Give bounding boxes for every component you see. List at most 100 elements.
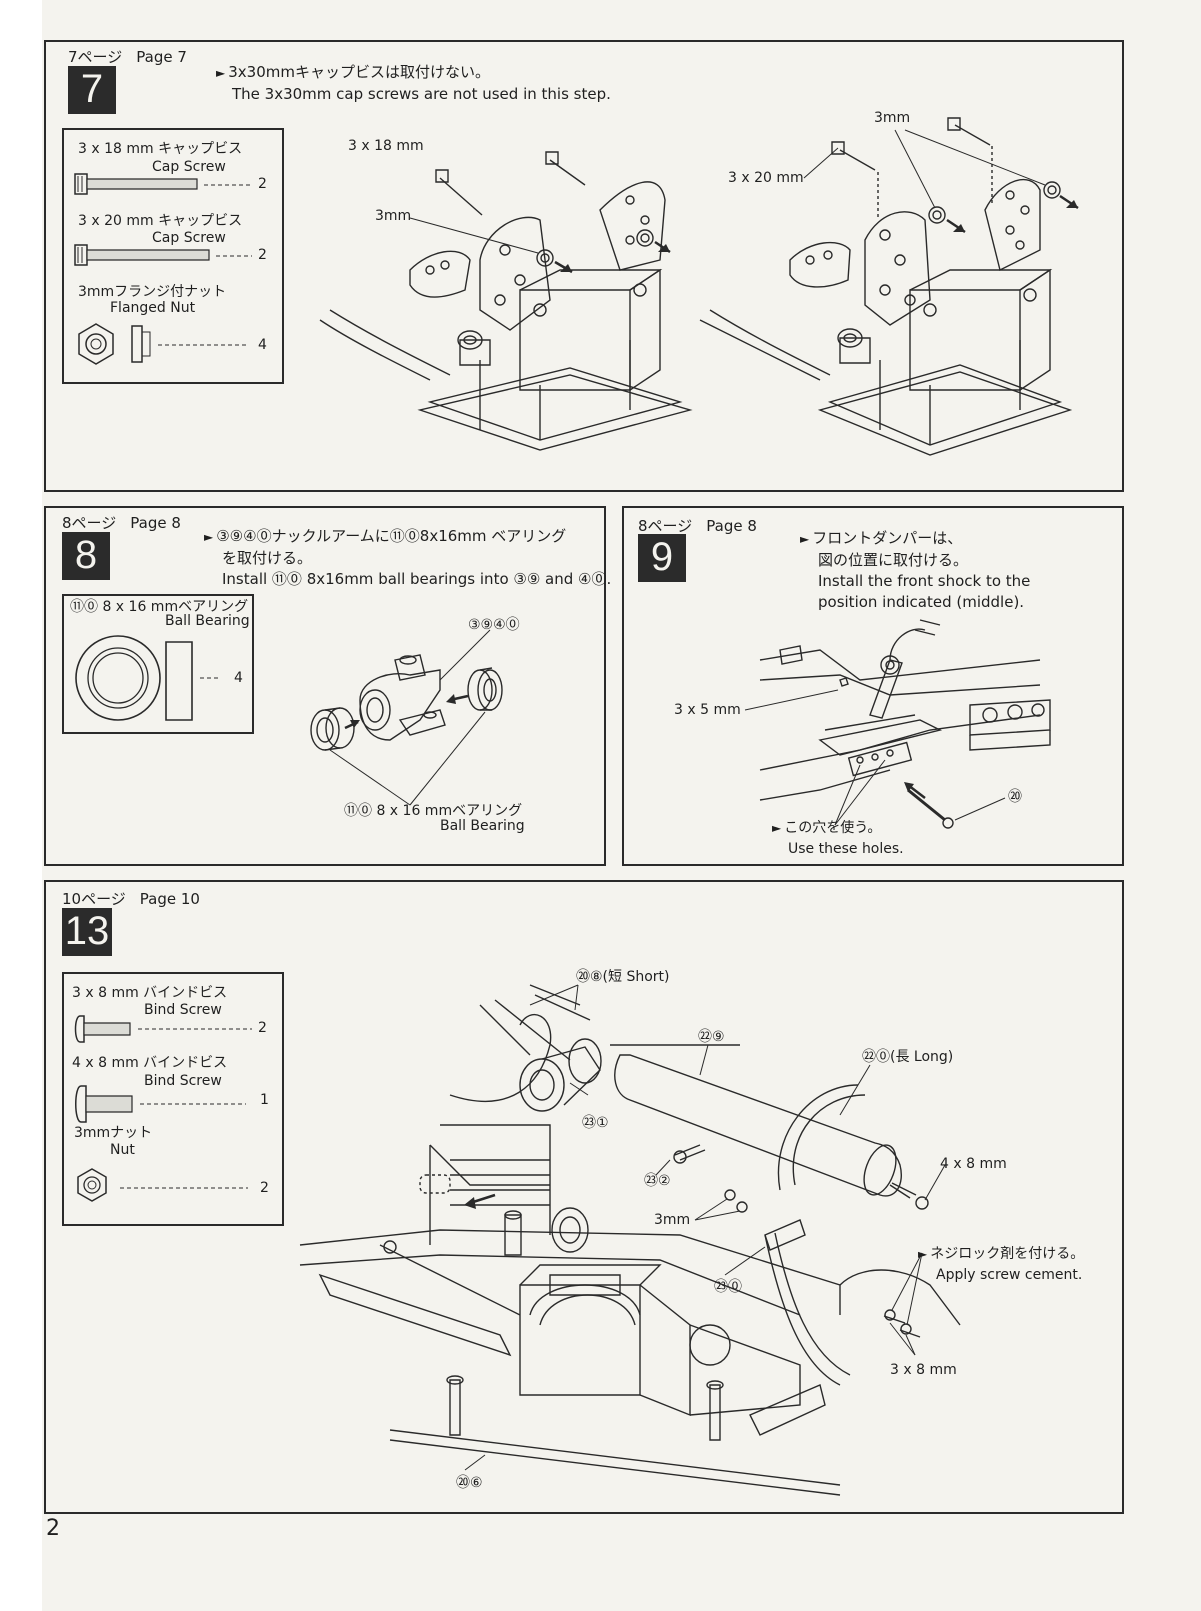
part-qty: 2: [258, 176, 267, 192]
part-name-jp: 3mmナット: [74, 1125, 153, 1141]
step-7-number: 7: [68, 66, 116, 114]
page-number: 2: [46, 1516, 60, 1541]
step-13-number: 13: [62, 908, 112, 956]
step-13-cement-note: ►ネジロック剤を付ける。 Apply screw cement.: [918, 1244, 1084, 1286]
step-13-muffler-drawing: [280, 985, 1100, 1505]
part-name-en: Bind Screw: [144, 1073, 222, 1089]
label-bearing-jp: ⑪⓪ 8 x 16 mmベアリング: [344, 803, 523, 819]
step-7-note: ►3x30mmキャップビスは取付けない。 The 3x30mm cap scre…: [216, 62, 611, 105]
label-nut-3mm: 3mm: [375, 208, 412, 224]
part-name-en: Nut: [110, 1142, 135, 1158]
note-jp-2: を取付ける。: [222, 549, 313, 567]
note-jp: ►フロントダンパーは、: [800, 528, 1030, 550]
label-bracket: ㉓⓪: [714, 1279, 742, 1295]
step-7-panel: [44, 40, 1124, 492]
label-nut-3mm: 3mm: [654, 1212, 691, 1228]
page-ref-en: Page 10: [139, 890, 200, 908]
holes-en: Use these holes.: [788, 841, 904, 857]
part-qty: 2: [258, 1020, 267, 1036]
step-7-gearbox-right-drawing: [700, 110, 1100, 470]
pointer-arrow-icon: ►: [216, 66, 226, 80]
page-ref-en: Page 8: [130, 514, 181, 532]
step-9-panel: [622, 506, 1124, 866]
part-name-en: Ball Bearing: [165, 613, 250, 629]
label-pipe: ⑳⑥: [456, 1475, 483, 1491]
step-13-parts-box: [62, 972, 284, 1226]
part-name-en: Flanged Nut: [110, 300, 196, 316]
label-screw-3x18: 3 x 18 mm: [348, 138, 424, 154]
cap-screw-18-icon: [74, 172, 264, 198]
label-nut-3mm: 3mm: [874, 110, 911, 126]
bind-screw-3x8-icon: [74, 1014, 264, 1044]
label-screw-3x20: 3 x 20 mm: [728, 170, 804, 186]
step-9-note: ►フロントダンパーは、 図の位置に取付ける。 Install the front…: [800, 528, 1030, 613]
note-jp-text: 3x30mmキャップビスは取付けない。: [228, 63, 490, 81]
nut-3mm-icon: [76, 1168, 266, 1204]
note-jp-2: 図の位置に取付ける。: [818, 551, 969, 569]
cap-screw-20-icon: [74, 243, 264, 269]
step-7-gearbox-left-drawing: [310, 140, 710, 470]
pointer-arrow-icon: ►: [772, 821, 782, 835]
note-en: Install ⑪⓪ 8x16mm ball bearings into ③⑨ …: [222, 570, 612, 588]
page-ref-jp: 10ページ: [62, 890, 126, 908]
pointer-arrow-icon: ►: [204, 530, 214, 544]
note-jp: ►③⑨④⓪ナックルアームに⑪⓪8x16mm ベアリング: [204, 526, 611, 548]
part-name-jp: 4 x 8 mm バインドビス: [72, 1055, 228, 1071]
step-9-page-ref: 8ページ Page 8: [638, 515, 757, 536]
label-tie-long: ㉒⓪(長 Long): [862, 1049, 954, 1065]
part-name-jp: 3mmフランジ付ナット: [78, 284, 227, 300]
part-name-en: Bind Screw: [144, 1002, 222, 1018]
label-screw-4x8: 4 x 8 mm: [940, 1156, 1007, 1172]
step-8-parts-box: [62, 594, 254, 734]
label-tie-short: ⑳⑧(短 Short): [576, 969, 670, 985]
step-9-holes-note: ►この穴を使う。 Use these holes.: [772, 818, 904, 860]
note-en-1: Install the front shock to the: [818, 572, 1031, 590]
step-7-page-ref: 7ページ Page 7: [68, 46, 187, 67]
part-qty: 2: [258, 247, 267, 263]
step-9-shock-mount-drawing: [740, 620, 1050, 830]
step-8-note: ►③⑨④⓪ナックルアームに⑪⓪8x16mm ベアリング を取付ける。 Insta…: [204, 526, 611, 590]
page-ref-jp: 7ページ: [68, 48, 123, 66]
label-muffler: ㉒⑨: [698, 1029, 725, 1045]
label-knuckle-parts: ③⑨④⓪: [468, 617, 520, 633]
holes-jp: ►この穴を使う。: [772, 818, 904, 839]
label-manifold: ㉓①: [582, 1115, 609, 1131]
note-en-2: position indicated (middle).: [818, 593, 1025, 611]
flanged-nut-icon: [76, 322, 266, 370]
pointer-arrow-icon: ►: [800, 532, 810, 546]
part-qty: 4: [234, 670, 243, 686]
cement-jp: ►ネジロック剤を付ける。: [918, 1244, 1084, 1265]
note-jp: ►3x30mmキャップビスは取付けない。: [216, 62, 611, 84]
part-name-jp: ⑪⓪ 8 x 16 mmベアリング: [70, 599, 249, 615]
step-13-panel: [44, 880, 1124, 1514]
pointer-arrow-icon: ►: [918, 1247, 928, 1261]
step-8-knuckle-drawing: [300, 630, 520, 810]
part-qty: 2: [260, 1180, 269, 1196]
ball-bearing-icon: [70, 632, 250, 724]
label-screw-3x5: 3 x 5 mm: [674, 702, 741, 718]
note-jp-text: フロントダンパーは、: [812, 529, 963, 547]
label-bearing-en: Ball Bearing: [440, 818, 525, 834]
step-8-panel: [44, 506, 606, 866]
page-ref-en: Page 7: [136, 48, 187, 66]
part-name-en: Cap Screw: [152, 159, 226, 175]
page-ref-jp: 8ページ: [638, 517, 693, 535]
step-7-parts-box: [62, 128, 284, 384]
part-name-jp: 3 x 18 mm キャップビス: [78, 141, 243, 157]
part-qty: 1: [260, 1092, 269, 1108]
part-name-jp: 3 x 20 mm キャップビス: [78, 213, 243, 229]
step-8-page-ref: 8ページ Page 8: [62, 512, 181, 533]
label-screw-3x8: 3 x 8 mm: [890, 1362, 957, 1378]
step-8-number: 8: [62, 532, 110, 580]
step-9-number: 9: [638, 534, 686, 582]
bind-screw-4x8-icon: [74, 1084, 264, 1124]
part-qty: 4: [258, 337, 267, 353]
page-ref-en: Page 8: [706, 517, 757, 535]
part-name-jp: 3 x 8 mm バインドビス: [72, 985, 228, 1001]
note-jp-text: ③⑨④⓪ナックルアームに⑪⓪8x16mm ベアリング: [216, 527, 567, 545]
holes-jp-text: この穴を使う。: [784, 820, 882, 836]
cement-en: Apply screw cement.: [936, 1267, 1083, 1283]
label-part-20: ⑳: [1008, 789, 1022, 805]
part-name-en: Cap Screw: [152, 230, 226, 246]
page-ref-jp: 8ページ: [62, 514, 117, 532]
